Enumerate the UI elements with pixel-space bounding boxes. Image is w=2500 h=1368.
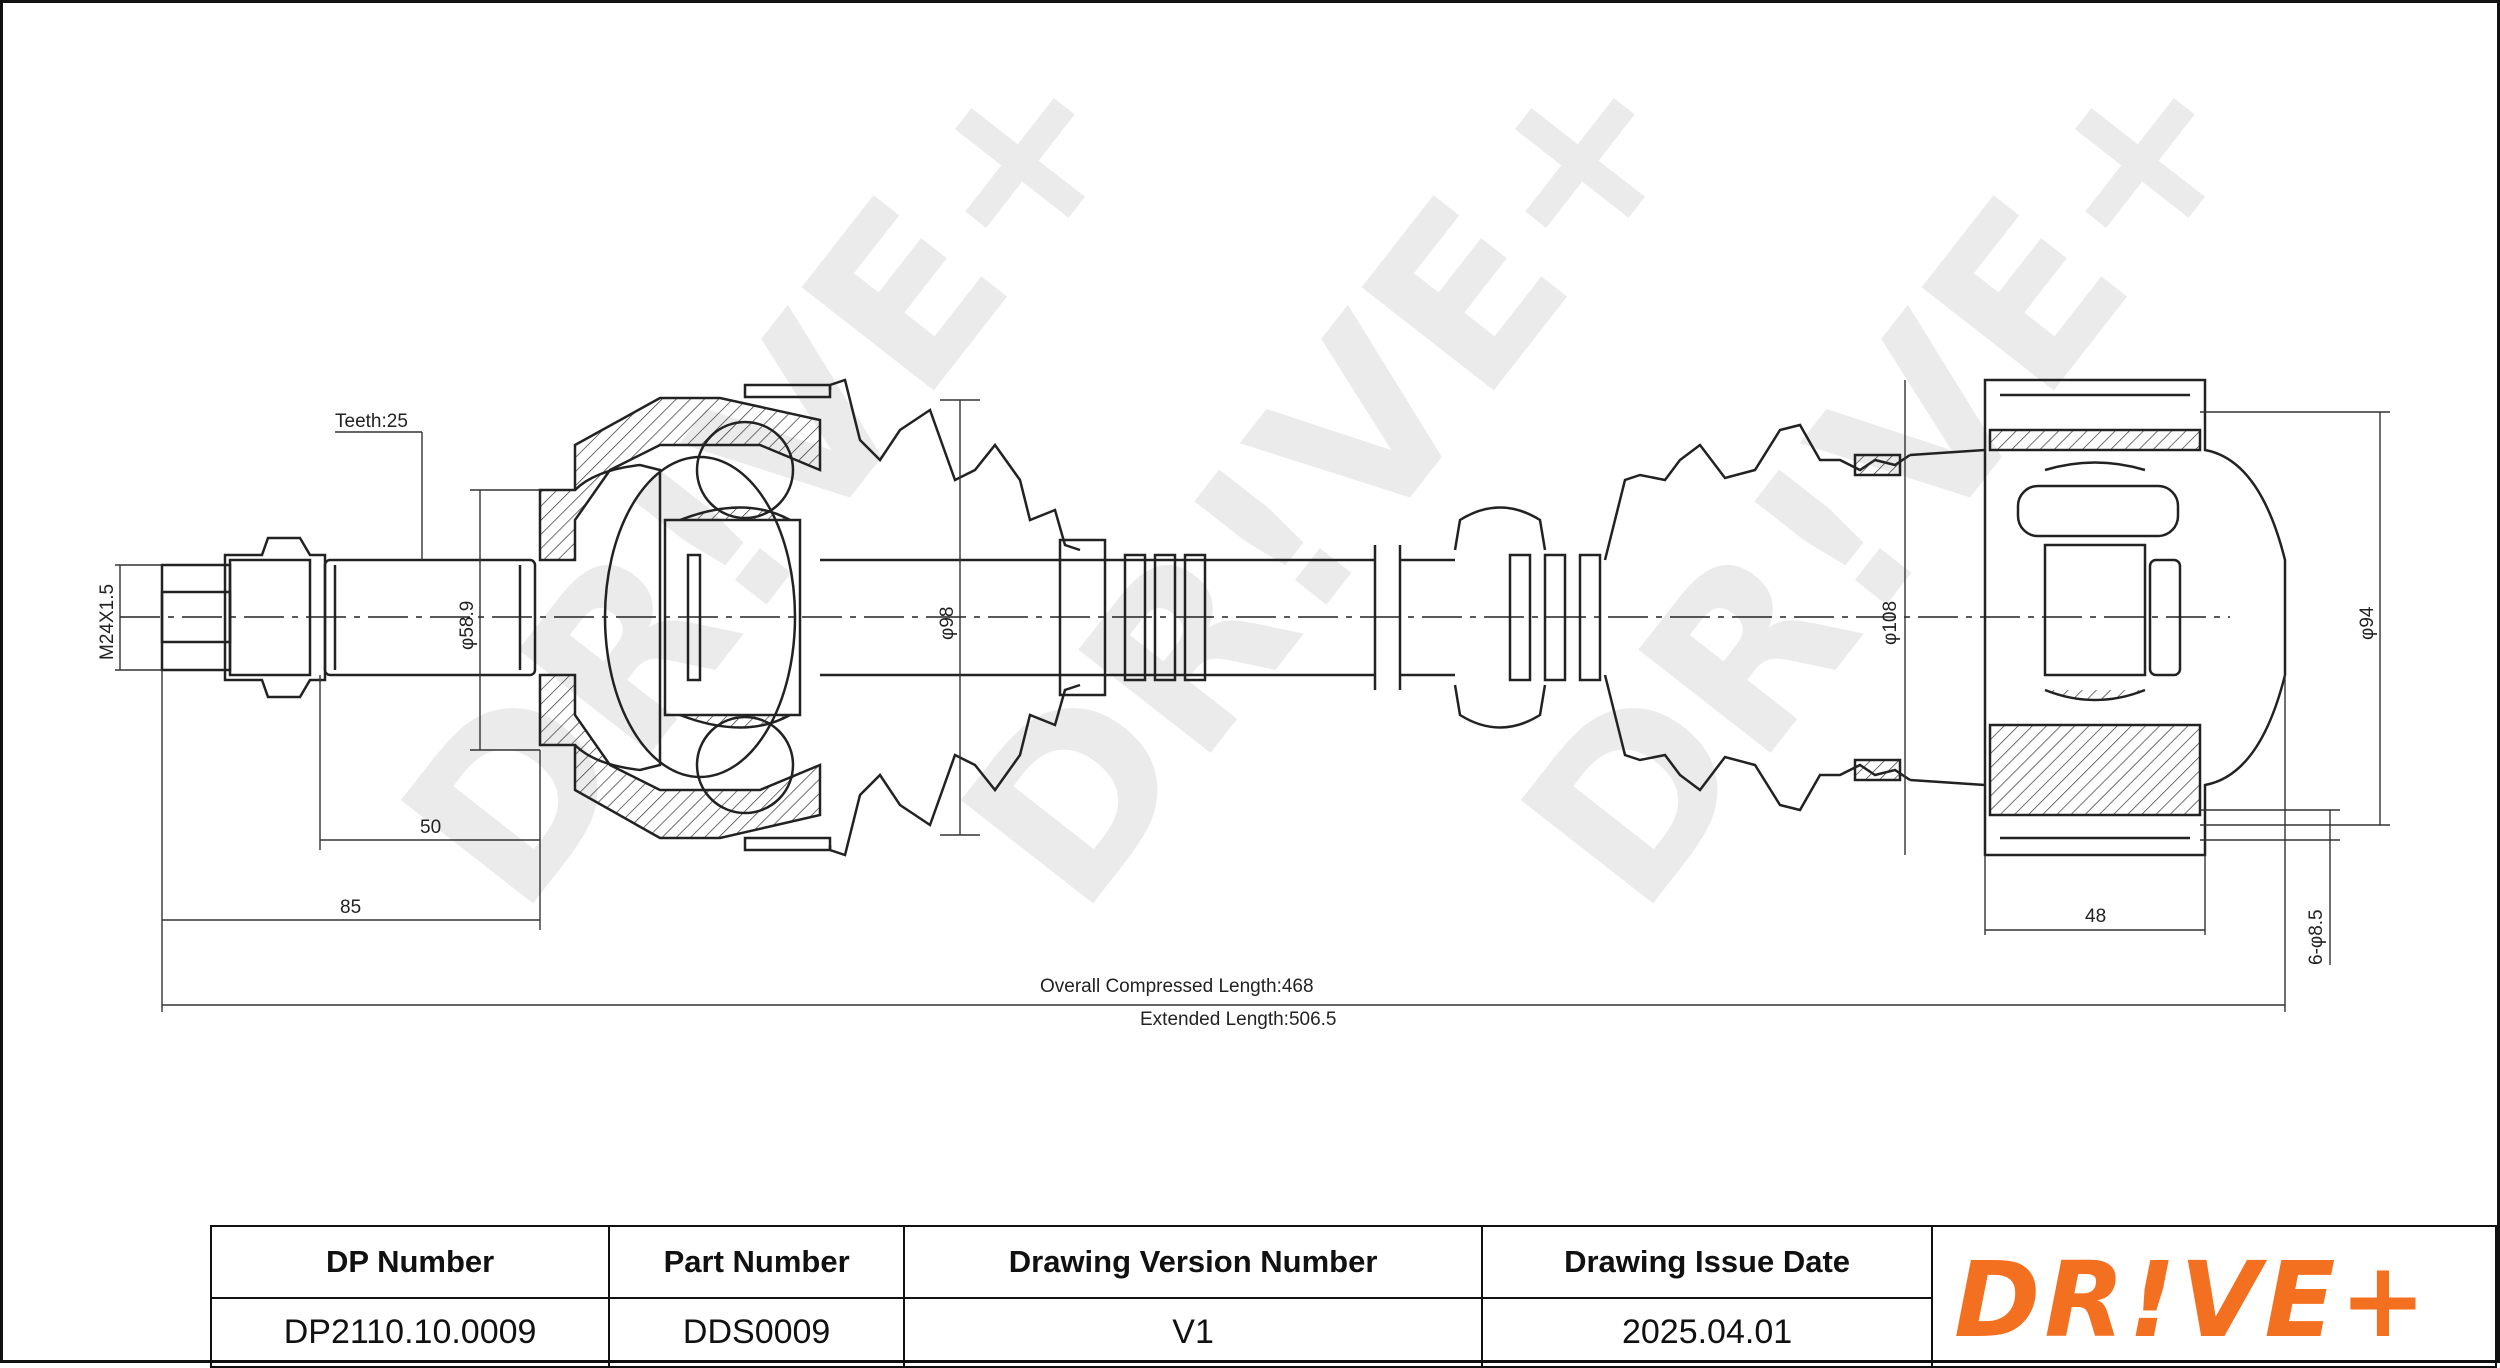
- dp-number-header: DP Number: [209, 1225, 611, 1299]
- boot-diameter-label: φ108: [1880, 601, 1901, 645]
- spline-diameter-label: φ58.9: [457, 601, 478, 650]
- drawing-version-value: V1: [903, 1297, 1484, 1368]
- dp-number-value: DP2110.10.0009: [209, 1297, 611, 1368]
- length-48-label: 48: [2085, 906, 2106, 927]
- extended-length-label: Extended Length:506.5: [1140, 1009, 1337, 1030]
- outer-joint-diameter-label: φ98: [937, 607, 958, 640]
- svg-text:DR!VE+: DR!VE+: [1954, 1239, 2431, 1354]
- flange-diameter-label: φ94: [2357, 606, 2378, 640]
- part-number-header: Part Number: [608, 1225, 906, 1299]
- outer-boot: [743, 378, 1107, 857]
- threaded-stub: [160, 536, 537, 699]
- bolt-holes-label: 6-φ8.5: [2306, 909, 2327, 965]
- inner-boot: [1453, 423, 1986, 812]
- cv-balls: [663, 420, 802, 815]
- technical-drawing: DR!VE+ DR!VE+ DR!VE+: [97, 1, 2390, 1030]
- brand-logo-cell: DR!VE+: [1931, 1225, 2497, 1368]
- dimensions: [115, 380, 2390, 1012]
- part-number-value: DDS0009: [608, 1297, 906, 1368]
- length-85-label: 85: [340, 897, 361, 918]
- inner-joint-housing: [1983, 378, 2287, 857]
- drawing-issue-date-value: 2025.04.01: [1481, 1297, 1933, 1368]
- title-block: DP Number Part Number Drawing Version Nu…: [209, 1225, 2497, 1368]
- drawing-issue-date-header: Drawing Issue Date: [1481, 1225, 1933, 1299]
- overall-length-label: Overall Compressed Length:468: [1040, 976, 1314, 997]
- thread-label: M24X1.5: [97, 584, 118, 660]
- outer-joint-housing: [538, 396, 822, 840]
- drawing-version-header: Drawing Version Number: [903, 1225, 1484, 1299]
- drive-shaft: [820, 545, 1602, 690]
- brand-logo: DR!VE+: [1954, 1239, 2431, 1361]
- length-50-label: 50: [420, 817, 441, 838]
- teeth-label: Teeth:25: [335, 411, 408, 432]
